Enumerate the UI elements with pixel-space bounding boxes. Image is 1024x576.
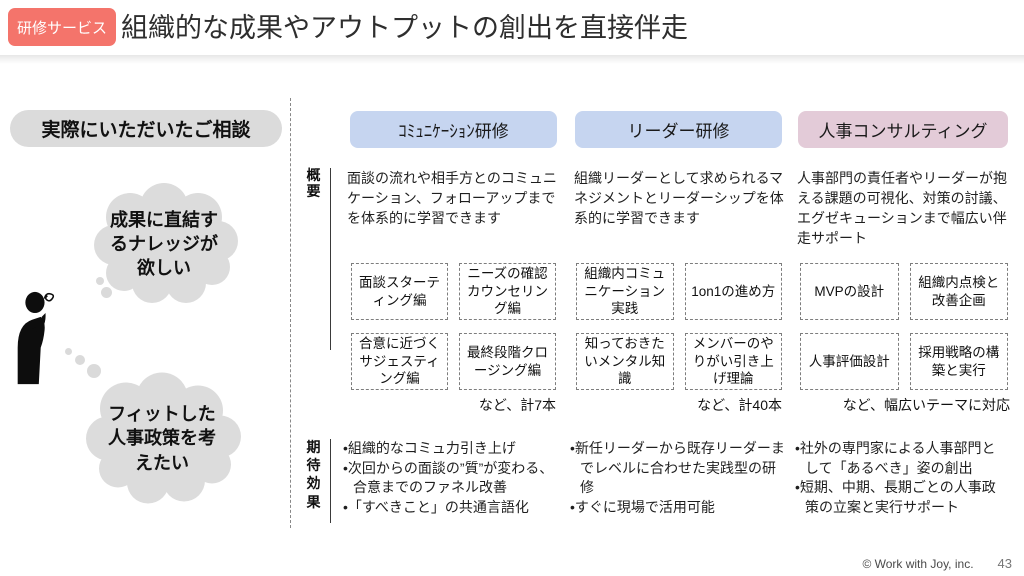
page-title: 組織的な成果やアウトプットの創出を直接伴走 bbox=[121, 13, 688, 43]
effect-item: 次回からの面談の”質”が変わる、合意までのファネル改善 bbox=[343, 459, 555, 498]
course-box: 合意に近づくサジェスティング編 bbox=[351, 333, 448, 390]
course-box-grid-communication: 面談スターティング編 ニーズの確認カウンセリング編 合意に近づくサジェスティング… bbox=[351, 263, 556, 390]
effect-item: 新任リーダーから既存リーダーまでレベルに合わせた実践型の研修 bbox=[570, 439, 786, 498]
column-header-hr-consulting: 人事コンサルティング bbox=[798, 111, 1008, 148]
row-label-overview: 概要 bbox=[306, 167, 321, 200]
copyright-text: © Work with Joy, inc. bbox=[862, 557, 974, 571]
course-box: 採用戦略の構築と実行 bbox=[909, 333, 1008, 390]
header-divider bbox=[0, 55, 1024, 64]
effects-list-hr-consulting: 社外の専門家による人事部門として「あるべき」姿の創出 短期、中期、長期ごとの人事… bbox=[795, 439, 1007, 517]
bubble-text: フィットした人事政策を考えたい bbox=[108, 404, 216, 473]
effect-item: すぐに現場で活用可能 bbox=[570, 498, 786, 518]
effects-list-leader: 新任リーダーから既存リーダーまでレベルに合わせた実践型の研修 すぐに現場で活用可… bbox=[570, 439, 786, 517]
course-note-hr-consulting: など、幅広いテーマに対応 bbox=[842, 397, 1010, 413]
slide-footer: © Work with Joy, inc. 43 bbox=[862, 556, 1012, 571]
effects-list-communication: 組織的なコミュ力引き上げ 次回からの面談の”質”が変わる、合意までのファネル改善… bbox=[343, 439, 555, 517]
row-label-line bbox=[330, 168, 331, 350]
thought-bubble-2: フィットした人事政策を考えたい bbox=[80, 372, 244, 505]
course-box: メンバーのやりがい引き上げ理論 bbox=[684, 333, 782, 390]
overview-text-hr-consulting: 人事部門の責任者やリーダーが抱える課題の可視化、対策の討議、エグゼキューションま… bbox=[797, 170, 1007, 246]
course-box-grid-leader: 組織内コミュニケーション実践 1on1の進め方 知っておきたいメンタル知識 メン… bbox=[576, 263, 782, 390]
column-header-leader: リーダー研修 bbox=[575, 111, 782, 148]
course-box: 組織内点検と改善企画 bbox=[909, 263, 1008, 320]
bubble-text: 成果に直結するナレッジが欲しい bbox=[110, 209, 218, 279]
service-category-badge: 研修サービス bbox=[8, 8, 117, 46]
column-separator bbox=[290, 98, 291, 528]
thought-dot bbox=[75, 355, 85, 365]
course-box: ニーズの確認カウンセリング編 bbox=[459, 263, 556, 320]
thought-cloud-shape bbox=[86, 372, 241, 504]
course-box: 組織内コミュニケーション実践 bbox=[576, 263, 674, 320]
thought-dot bbox=[101, 287, 112, 298]
course-box: 知っておきたいメンタル知識 bbox=[576, 333, 674, 390]
thought-dot bbox=[65, 348, 72, 355]
row-label-effects: 期待効果 bbox=[306, 439, 321, 510]
thought-dot bbox=[87, 364, 101, 378]
course-box: 1on1の進め方 bbox=[684, 263, 782, 320]
course-box-grid-hr-consulting: MVPの設計 組織内点検と改善企画 人事評価設計 採用戦略の構築と実行 bbox=[800, 263, 1008, 390]
course-box: MVPの設計 bbox=[800, 263, 899, 320]
page-number: 43 bbox=[997, 556, 1012, 571]
effect-item: 短期、中期、長期ごとの人事政策の立案と実行サポート bbox=[795, 478, 1007, 517]
overview-text-leader: 組織リーダーとして求められるマネジメントとリーダーシップを体系的に学習できます bbox=[574, 170, 784, 226]
effect-item: 「すべきこと」の共通言語化 bbox=[343, 498, 555, 518]
row-label-line bbox=[330, 439, 331, 523]
overview-text-communication: 面談の流れや相手方とのコミュニケーション、フォローアップまでを体系的に学習できま… bbox=[347, 170, 557, 226]
thought-dot bbox=[96, 277, 104, 285]
consultation-heading: 実際にいただいたご相談 bbox=[10, 110, 282, 147]
thought-bubble-1: 成果に直結するナレッジが欲しい bbox=[88, 183, 240, 305]
course-box: 面談スターティング編 bbox=[351, 263, 448, 320]
column-header-communication: ｺﾐｭﾆｹｰｼｮﾝ研修 bbox=[350, 111, 557, 148]
course-note-leader: など、計40本 bbox=[697, 397, 782, 413]
effect-item: 組織的なコミュ力引き上げ bbox=[343, 439, 555, 459]
effect-item: 社外の専門家による人事部門として「あるべき」姿の創出 bbox=[795, 439, 1007, 478]
course-note-communication: など、計7本 bbox=[478, 397, 556, 413]
course-box: 最終段階クロージング編 bbox=[459, 333, 556, 390]
thought-cloud-shape bbox=[94, 183, 238, 303]
thinking-person-icon bbox=[17, 291, 55, 385]
thought-scribble-icon bbox=[43, 292, 55, 302]
course-box: 人事評価設計 bbox=[800, 333, 899, 390]
